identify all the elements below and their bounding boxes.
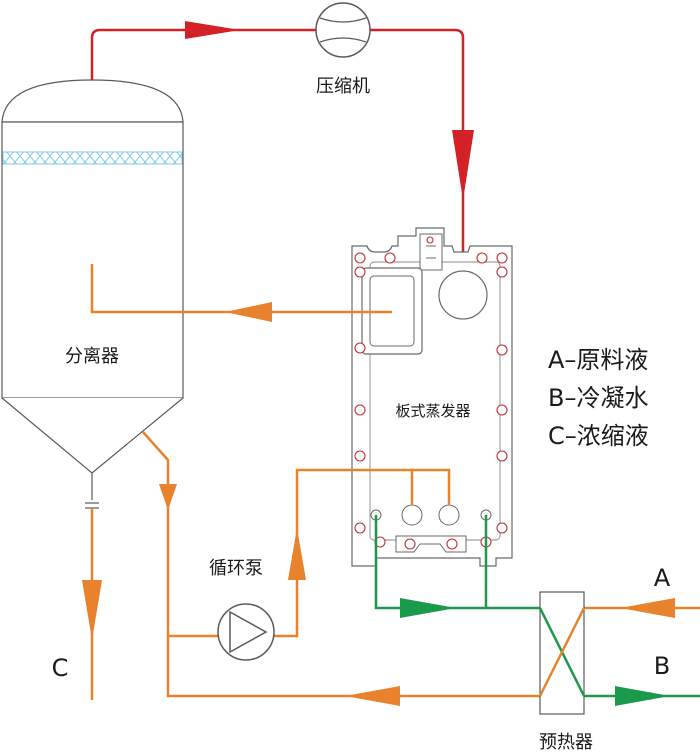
legend-item-a: A–原料液 <box>548 346 648 374</box>
vapor-flow-arrow-down <box>452 130 474 200</box>
vapor-line <box>90 21 474 278</box>
separator-vessel <box>1 79 184 509</box>
compressor-label: 压缩机 <box>316 76 370 97</box>
separator-label: 分离器 <box>65 346 119 367</box>
stream-b-label: B <box>654 652 670 680</box>
separator-dome <box>1 79 184 123</box>
vapor-flow-arrow-right <box>185 21 240 39</box>
legend: A–原料液 B–冷凝水 C–浓缩液 <box>548 346 649 450</box>
demister-mesh <box>2 151 183 165</box>
stream-c-label: C <box>52 654 69 682</box>
separator-cone <box>1 397 184 474</box>
liquid-arrows <box>82 302 675 706</box>
liquid-arrow-suction-down <box>159 484 177 510</box>
evaporator-bolts <box>354 236 508 550</box>
liquid-arrow-return-left <box>345 686 400 706</box>
plate-evaporator-label: 板式蒸发器 <box>395 402 470 420</box>
separator-shell <box>1 121 184 399</box>
circulation-pump-label: 循环泵 <box>209 558 263 579</box>
compressor <box>315 2 371 58</box>
liquid-arrow-pump-up <box>288 528 306 580</box>
condensate-arrow-right <box>400 598 456 618</box>
liquid-arrow-feed-a <box>620 598 675 618</box>
stream-a-label: A <box>654 564 671 592</box>
condensate-arrow-b-out <box>615 686 670 706</box>
legend-item-b: B–冷凝水 <box>548 384 648 412</box>
liquid-arrow-c-down <box>82 580 102 640</box>
preheater <box>538 591 586 715</box>
liquid-arrow-to-separator <box>225 302 272 322</box>
preheater-label: 预热器 <box>539 732 593 753</box>
legend-item-c: C–浓缩液 <box>548 422 649 450</box>
circulation-pump <box>217 603 275 661</box>
condensate-arrows <box>400 598 670 706</box>
